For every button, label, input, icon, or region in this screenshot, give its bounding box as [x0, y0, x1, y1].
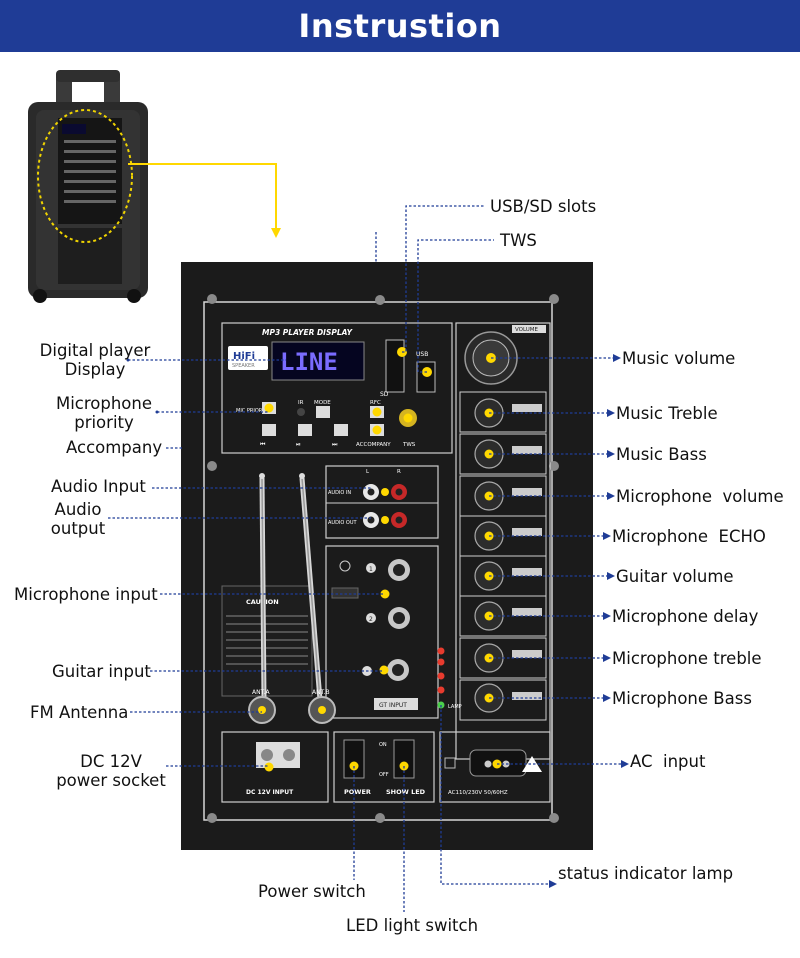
- led-light-switch[interactable]: [393, 739, 415, 779]
- svg-text:ANT.B: ANT.B: [312, 689, 330, 696]
- mode-button[interactable]: [316, 406, 330, 418]
- label-guitar-volume: Guitar volume: [616, 567, 734, 586]
- svg-text:AUDIO OUT: AUDIO OUT: [328, 520, 358, 526]
- svg-text:TWS: TWS: [402, 442, 416, 448]
- svg-text:AC110/230V 50/60HZ: AC110/230V 50/60HZ: [448, 790, 508, 796]
- status-led-2: [437, 658, 445, 666]
- usb-slot[interactable]: [416, 361, 436, 393]
- svg-text:R: R: [397, 469, 401, 475]
- label-microphone-priority: Microphone priority: [55, 394, 153, 432]
- hifi-badge: [228, 346, 268, 370]
- next-button[interactable]: [334, 424, 348, 436]
- svg-text:⏯: ⏯: [296, 441, 301, 448]
- label-guitar-input: Guitar input: [52, 662, 151, 681]
- svg-text:VOLUME: VOLUME: [515, 327, 539, 333]
- play-pause-button[interactable]: [298, 424, 312, 436]
- status-led-3: [437, 672, 445, 680]
- label-microphone-echo: Microphone ECHO: [612, 527, 766, 546]
- leader-arrowheads: [549, 354, 629, 888]
- svg-text:USB: USB: [416, 351, 428, 358]
- label-led-light-switch: LED light switch: [346, 916, 479, 935]
- svg-text:AUDIO IN: AUDIO IN: [328, 490, 351, 496]
- status-led-4: [437, 686, 445, 694]
- svg-text:ON: ON: [379, 742, 387, 748]
- svg-text:1: 1: [369, 566, 373, 573]
- svg-text:HiFi: HiFi: [233, 351, 255, 362]
- warning-icon: [522, 756, 542, 772]
- svg-text:RFC: RFC: [370, 400, 381, 406]
- display-readout: LINE: [280, 348, 338, 376]
- svg-text:MIC PRIORITY: MIC PRIORITY: [236, 408, 271, 414]
- svg-text:⏭: ⏭: [332, 441, 338, 448]
- svg-text:POWER: POWER: [344, 788, 371, 796]
- label-usb-sd-slots: USB/SD slots: [490, 197, 597, 216]
- svg-text:GT INPUT: GT INPUT: [379, 702, 407, 709]
- prev-button[interactable]: [262, 424, 276, 436]
- svg-text:SD: SD: [380, 391, 389, 398]
- label-music-bass: Music Bass: [616, 445, 707, 464]
- label-music-volume: Music volume: [622, 349, 736, 368]
- svg-text:SPEAKER: SPEAKER: [232, 363, 255, 369]
- label-power-switch: Power switch: [258, 882, 366, 901]
- leader-lines: [108, 205, 624, 912]
- label-microphone-treble: Microphone treble: [612, 649, 762, 668]
- svg-text:SHOW LED: SHOW LED: [386, 788, 426, 796]
- power-switch[interactable]: [343, 739, 365, 779]
- svg-text:L: L: [366, 469, 370, 475]
- svg-text:2: 2: [369, 616, 373, 623]
- label-ac-input: AC input: [630, 752, 706, 771]
- status-led-1: [437, 647, 445, 655]
- svg-text:ACCOMPANY: ACCOMPANY: [356, 442, 391, 448]
- label-digital-player-display: Digital player Display: [39, 341, 151, 379]
- label-microphone-delay: Microphone delay: [612, 607, 759, 626]
- label-audio-input: Audio Input: [51, 477, 146, 496]
- svg-text:⏮: ⏮: [260, 441, 266, 448]
- label-fm-antenna: FM Antenna: [30, 703, 129, 722]
- svg-text:MODE: MODE: [314, 400, 331, 406]
- label-dc-power-socket: DC 12V power socket: [56, 752, 166, 790]
- mp3-display-title: MP3 PLAYER DISPLAY: [262, 328, 354, 337]
- label-microphone-input: Microphone input: [14, 585, 158, 604]
- label-accompany: Accompany: [66, 438, 163, 457]
- knob-column: [459, 391, 547, 721]
- label-status-indicator-lamp: status indicator lamp: [558, 864, 734, 883]
- ir-sensor: [297, 408, 305, 416]
- label-music-treble: Music Treble: [616, 404, 718, 423]
- thumbnail-connector: [128, 163, 277, 232]
- label-tws: TWS: [500, 231, 537, 250]
- svg-text:IR: IR: [298, 400, 304, 406]
- label-microphone-bass: Microphone Bass: [612, 689, 752, 708]
- digital-display: [271, 341, 365, 381]
- svg-text:LAMP: LAMP: [448, 704, 462, 710]
- svg-text:ANT.A: ANT.A: [252, 689, 270, 696]
- header-bar: Instrustion: [0, 0, 800, 52]
- fm-antennas: [248, 473, 336, 724]
- svg-text:DC 12V INPUT: DC 12V INPUT: [246, 789, 294, 796]
- svg-text:OFF: OFF: [379, 772, 389, 778]
- label-microphone-volume: Microphone volume: [616, 487, 784, 506]
- speaker-thumbnail: [28, 70, 148, 303]
- label-audio-output: Audio output: [50, 500, 106, 538]
- page-title: Instrustion: [298, 7, 502, 45]
